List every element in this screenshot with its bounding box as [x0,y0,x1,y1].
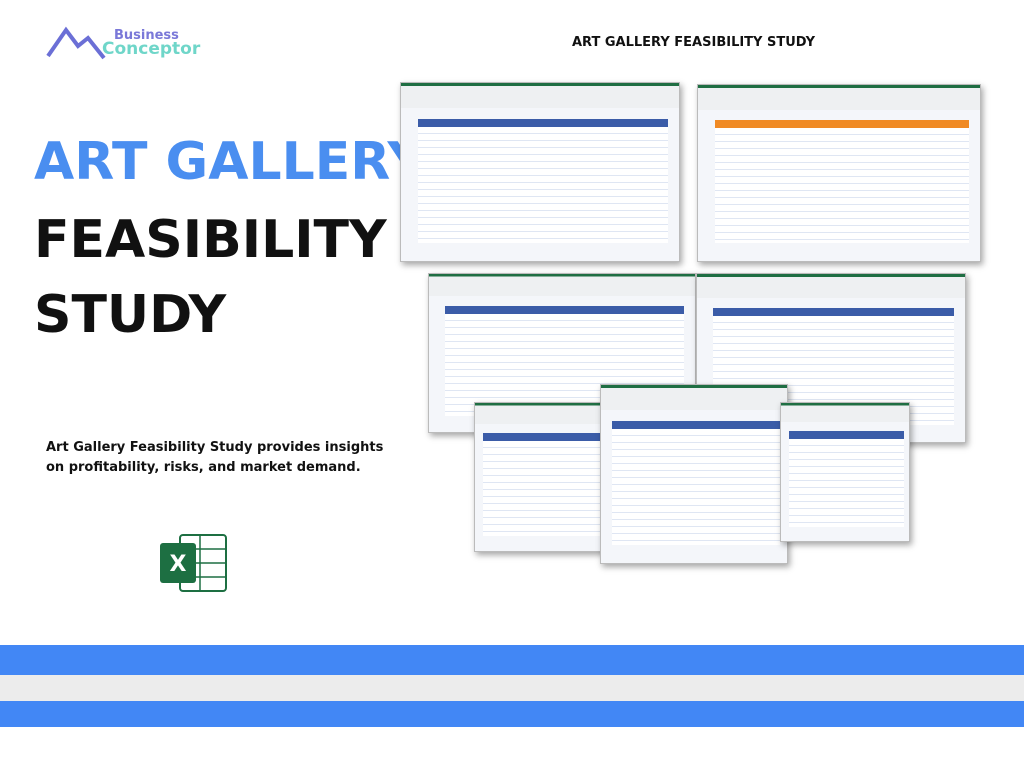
hero-title-line1: ART GALLERY [34,132,426,192]
decor-band-blue-top [0,645,1024,675]
description: Art Gallery Feasibility Study provides i… [46,440,384,475]
logo-text-business: Business [114,28,179,43]
hero-title-line3: STUDY [34,285,227,345]
business-conceptor-logo: Business Conceptor [46,26,200,60]
svg-text:X: X [170,552,187,577]
decor-band-blue-bottom [0,701,1024,727]
hero-title-line2: FEASIBILITY [34,210,387,270]
logo-text-conceptor: Conceptor [102,39,201,59]
mountain-logo-icon [46,26,106,60]
decor-band-gray [0,675,1024,701]
excel-icon: X [160,534,227,592]
spreadsheet-preview-1 [400,82,680,262]
spreadsheet-preview-7 [780,402,910,542]
header-title: ART GALLERY FEASIBILITY STUDY [572,35,816,50]
spreadsheet-preview-5 [474,402,614,552]
spreadsheet-preview-2 [697,84,981,262]
spreadsheet-preview-6 [600,384,788,564]
